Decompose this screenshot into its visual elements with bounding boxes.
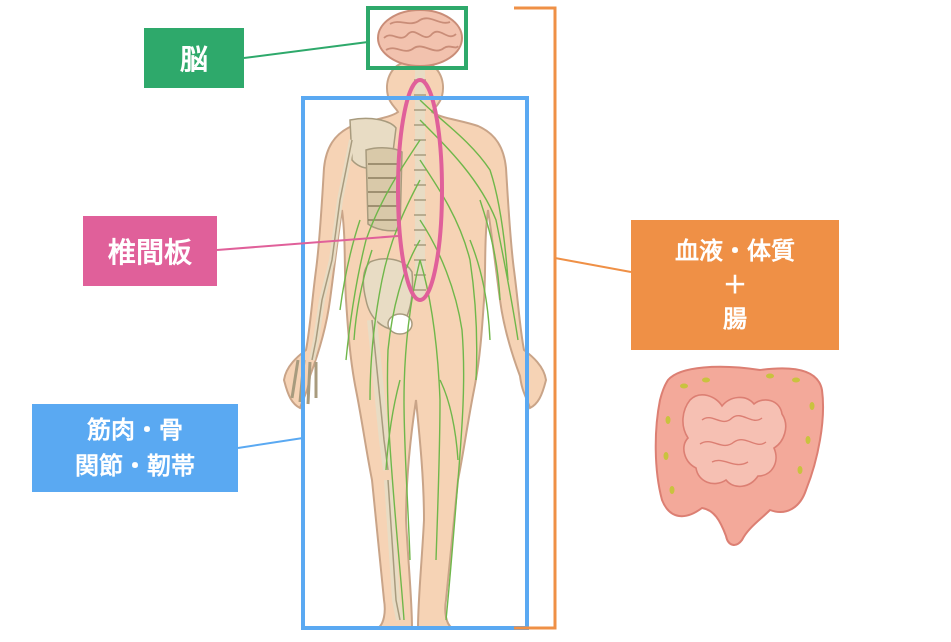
- brain-icon: [377, 9, 463, 67]
- blood-label-line2: ＋: [723, 271, 747, 299]
- blood-label: 血液・体質 ＋ 腸: [631, 220, 839, 350]
- brain-label: 脳: [144, 28, 244, 88]
- muscle-highlight-box: [301, 96, 529, 630]
- brain-connector: [243, 41, 369, 59]
- disc-connector: [216, 235, 399, 251]
- disc-label-text: 椎間板: [107, 236, 192, 269]
- muscle-label: 筋肉・骨 関節・靭帯: [32, 404, 238, 492]
- muscle-connector: [237, 437, 304, 449]
- disc-label: 椎間板: [83, 216, 217, 286]
- blood-label-line1: 血液・体質: [675, 237, 795, 265]
- blood-connector: [554, 257, 632, 273]
- blood-bracket: [514, 6, 557, 630]
- brain-label-text: 脳: [179, 43, 208, 76]
- brain-highlight-box: [366, 6, 468, 70]
- human-body-back-icon: [282, 9, 548, 629]
- muscle-label-line1: 筋肉・骨: [87, 416, 183, 444]
- blood-label-line3: 腸: [723, 305, 747, 333]
- muscle-label-line2: 関節・靭帯: [75, 452, 195, 480]
- intestine-icon: [654, 365, 825, 546]
- disc-highlight-ellipse: [396, 78, 444, 302]
- nerve-network: [339, 99, 519, 621]
